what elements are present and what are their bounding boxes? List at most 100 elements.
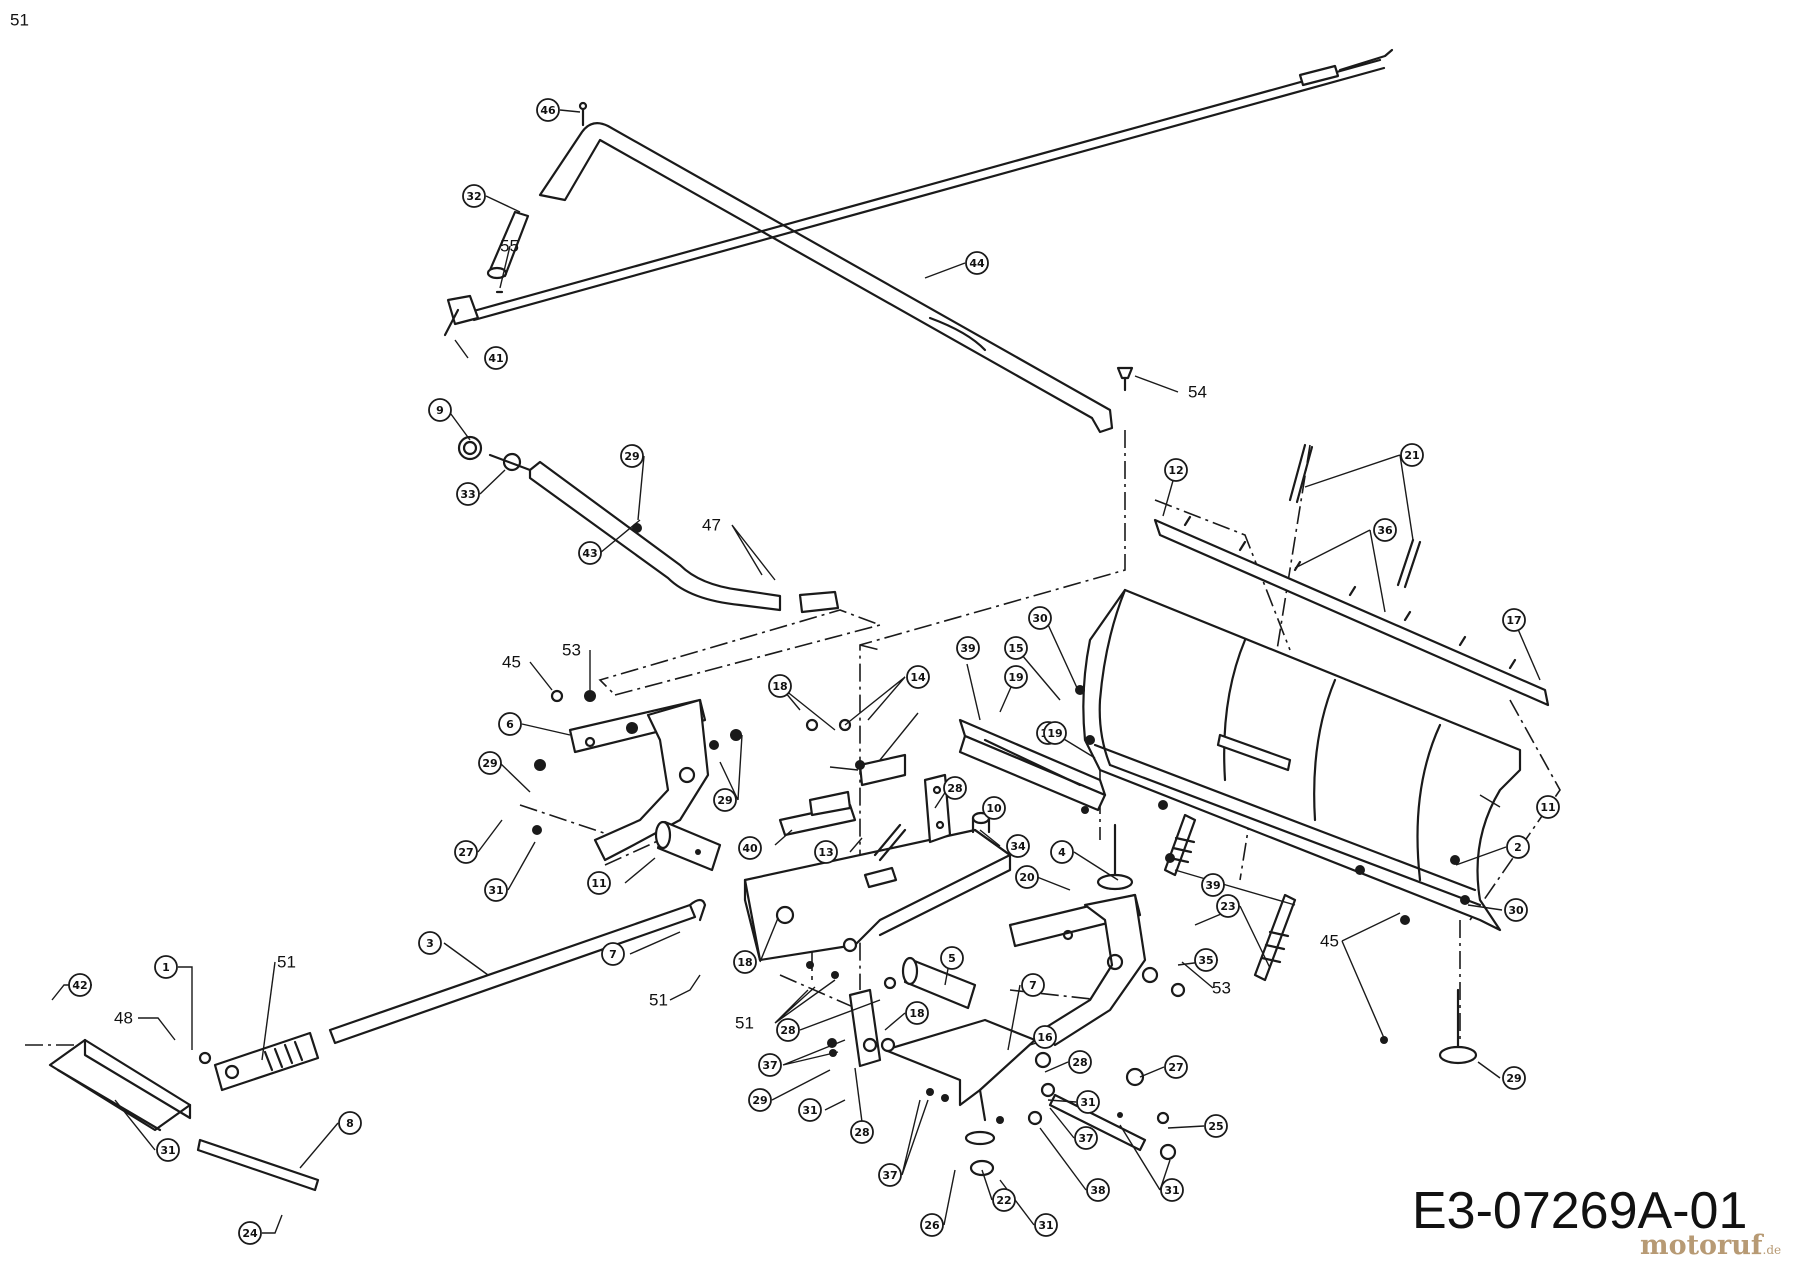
- callout-number: 27: [458, 846, 473, 859]
- watermark-logo: motoruf.de: [1640, 1232, 1781, 1259]
- callout-number: 10: [986, 802, 1002, 815]
- callout-ring: [905, 1001, 929, 1025]
- callout-9: 9: [428, 398, 452, 422]
- callout-number: 29: [717, 794, 732, 807]
- callout-number: 51: [735, 1014, 754, 1033]
- drawing-code: E3-07269A-01: [1412, 1182, 1748, 1240]
- callout-35: 35: [1194, 948, 1218, 972]
- callout-number: 34: [1010, 840, 1026, 853]
- callout-number: 26: [924, 1219, 940, 1232]
- callout-43: 43: [578, 541, 602, 565]
- callout-ring: [1068, 1050, 1092, 1074]
- lower-pivot-plate: [883, 1018, 1177, 1177]
- callout-ring: [1076, 1090, 1100, 1114]
- callout-number: 19: [1047, 727, 1062, 740]
- callout-ring: [620, 444, 644, 468]
- callout-ring: [1043, 721, 1067, 745]
- callout-36: 36: [1373, 518, 1397, 542]
- callout-ring: [758, 1053, 782, 1077]
- callout-ring: [768, 674, 792, 698]
- callout-number: 33: [460, 488, 475, 501]
- callout-number: 28: [1072, 1056, 1087, 1069]
- right-mount-bracket: [1008, 893, 1147, 1047]
- callout-number: 22: [996, 1194, 1011, 1207]
- callout-20: 20: [1015, 865, 1039, 889]
- callout-number: 28: [947, 782, 962, 795]
- callout-ring: [798, 1098, 822, 1122]
- callout-8: 8: [338, 1111, 362, 1135]
- callout-number: 51: [10, 11, 29, 30]
- callout-31: 31: [1034, 1213, 1058, 1237]
- callout-number: 51: [649, 991, 668, 1010]
- callout-12: 12: [1164, 458, 1188, 482]
- callout-ring: [1004, 636, 1028, 660]
- callout-number: 36: [1377, 524, 1393, 537]
- callout-number: 46: [540, 104, 556, 117]
- callout-ring: [1204, 1114, 1228, 1138]
- callout-53: 53: [562, 641, 581, 660]
- callout-ring: [1074, 1126, 1098, 1150]
- hardware-fasteners: [198, 685, 1470, 1126]
- callout-29: 29: [748, 1088, 772, 1112]
- callout-number: 39: [1205, 879, 1220, 892]
- callout-17: 17: [1502, 608, 1526, 632]
- callout-15: 15: [1004, 636, 1028, 660]
- callout-ring: [1086, 1178, 1110, 1202]
- callout-26: 26: [920, 1213, 944, 1237]
- callout-number: 19: [1008, 671, 1023, 684]
- callout-ring: [456, 482, 480, 506]
- callout-5: 5: [940, 946, 964, 970]
- callout-number: 5: [948, 952, 956, 965]
- callout-number: 37: [1078, 1132, 1093, 1145]
- callout-number: 37: [762, 1059, 777, 1072]
- callout-47: 47: [702, 516, 721, 535]
- callout-28: 28: [850, 1120, 874, 1144]
- callout-ring: [1033, 1025, 1057, 1049]
- callout-number: 7: [609, 948, 617, 961]
- callout-41: 41: [484, 346, 508, 370]
- callout-ring: [1050, 840, 1074, 864]
- callout-number: 18: [772, 680, 787, 693]
- watermark-suffix: .de: [1762, 1243, 1782, 1257]
- callout-ring: [992, 1188, 1016, 1212]
- callout-number: 31: [160, 1144, 175, 1157]
- callout-ring: [776, 1018, 800, 1042]
- callout-number: 51: [277, 953, 296, 972]
- callout-ring: [462, 184, 486, 208]
- pivot-sleeve-right: [901, 956, 977, 1010]
- callout-18: 18: [905, 1001, 929, 1025]
- callout-ring: [748, 1088, 772, 1112]
- callout-54: 54: [1188, 383, 1207, 402]
- callout-number: 18: [909, 1007, 924, 1020]
- callout-number: 16: [1037, 1031, 1053, 1044]
- callout-number: 40: [742, 842, 758, 855]
- callout-6: 6: [498, 712, 522, 736]
- callout-number: 27: [1168, 1061, 1183, 1074]
- callout-number: 18: [737, 956, 752, 969]
- callout-31: 31: [798, 1098, 822, 1122]
- callout-34: 34: [1006, 834, 1030, 858]
- callout-ring: [1034, 1213, 1058, 1237]
- callout-number: 8: [346, 1117, 354, 1130]
- callout-ring: [1194, 948, 1218, 972]
- callout-40: 40: [738, 836, 762, 860]
- callout-number: 30: [1508, 904, 1524, 917]
- callout-number: 55: [500, 237, 519, 256]
- callout-51: 51: [735, 1014, 754, 1033]
- callout-ring: [238, 1221, 262, 1245]
- callout-39: 39: [1201, 873, 1225, 897]
- callout-33: 33: [456, 482, 480, 506]
- callout-number: 2: [1514, 841, 1522, 854]
- callout-25: 25: [1204, 1114, 1228, 1138]
- control-cable: [443, 48, 1394, 337]
- callout-ring: [1028, 606, 1052, 630]
- callout-21: 21: [1400, 443, 1424, 467]
- callout-28: 28: [943, 776, 967, 800]
- callout-number: 29: [752, 1094, 767, 1107]
- callout-4: 4: [1050, 840, 1074, 864]
- callout-number: 48: [114, 1009, 133, 1028]
- callout-27: 27: [1164, 1055, 1188, 1079]
- callout-ring: [587, 871, 611, 895]
- callout-number: 7: [1029, 979, 1037, 992]
- callout-number: 41: [488, 352, 503, 365]
